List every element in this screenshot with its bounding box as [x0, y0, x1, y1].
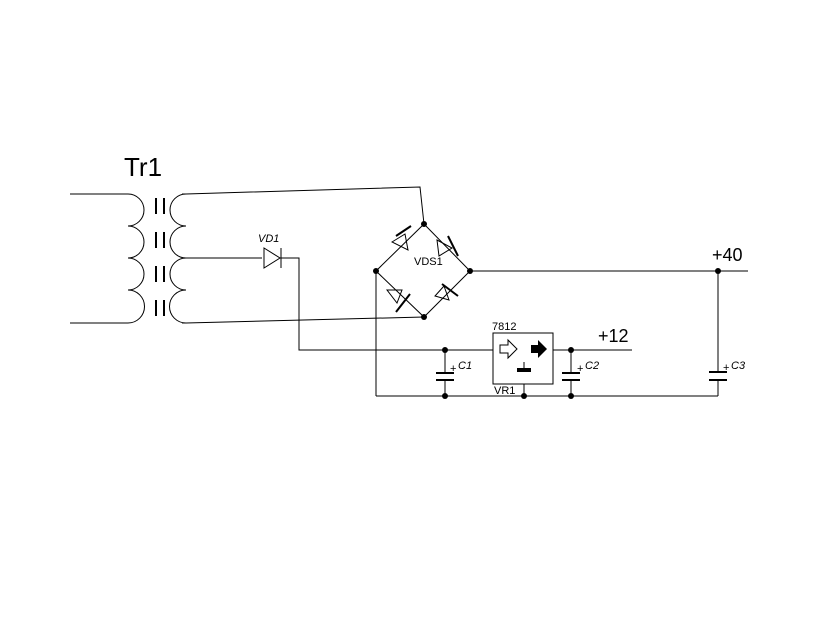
vd1-label: VD1 — [258, 233, 279, 245]
c2-label: C2 — [585, 360, 599, 372]
diode-vd1: VD1 — [258, 233, 282, 269]
transformer-label: Tr1 — [124, 152, 162, 182]
c1-plus: + — [450, 363, 456, 375]
secondary-leads — [182, 193, 186, 324]
primary-leads — [70, 193, 128, 324]
regulator-ref-label: VR1 — [494, 385, 515, 397]
c2-plus: + — [577, 363, 583, 375]
transformer-core — [155, 198, 165, 316]
wires — [185, 186, 748, 397]
output-40v-label: +40 — [712, 245, 743, 265]
junction-dots — [373, 221, 721, 399]
regulator-vr1: 7812 VR1 — [492, 321, 554, 397]
regulator-part-label: 7812 — [492, 321, 516, 333]
c1-label: C1 — [458, 360, 472, 372]
secondary-winding — [169, 193, 187, 324]
bridge-vds1: VDS1 — [375, 223, 471, 318]
capacitor-c2: + C2 — [562, 350, 599, 396]
transformer-tr1: Tr1 — [70, 152, 187, 324]
output-12v-label: +12 — [598, 326, 629, 346]
c3-plus: + — [723, 362, 729, 374]
c3-label: C3 — [731, 360, 746, 372]
capacitor-c1: + C1 — [436, 350, 472, 396]
vds1-label: VDS1 — [414, 256, 443, 268]
capacitor-c3: + C3 — [709, 360, 746, 381]
primary-winding — [127, 193, 145, 324]
